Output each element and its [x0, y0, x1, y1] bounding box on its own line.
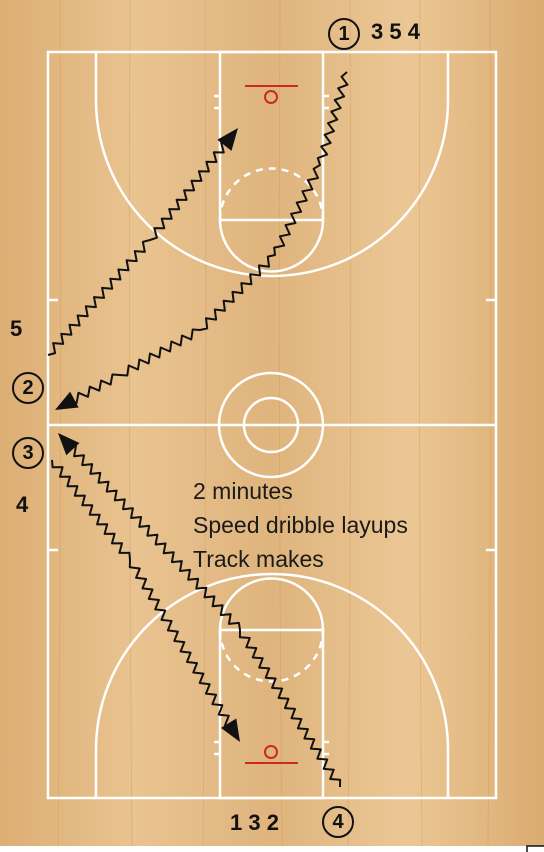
queue-top-label: 3 5 4: [371, 19, 420, 44]
free-throw-circle-top: [218, 219, 325, 273]
dribble-path-3-to-bottom-basket-arrowhead: [220, 718, 240, 742]
free-throw-circle-bottom: [218, 577, 325, 631]
page-bottom-strip: [0, 846, 544, 852]
player-3-marker: 3: [12, 437, 44, 469]
dribble-paths: [47, 71, 349, 788]
player-3-number: 3: [22, 441, 34, 464]
hoop-icon-top: [245, 85, 298, 104]
dribble-path-2-to-top-basket-arrowhead: [217, 128, 238, 151]
player-2-number: 2: [22, 376, 34, 399]
queue-left-lower-label: 4: [16, 492, 29, 517]
dribble-path-4-to-3-arrowhead: [58, 433, 80, 456]
free-throw-circle-top-dashed: [218, 167, 325, 221]
note-scoring: Track makes: [193, 546, 324, 572]
paint-top: [218, 50, 325, 222]
page-corner-mark: [526, 845, 544, 852]
dribble-path-2-to-top-basket: [47, 139, 229, 356]
center-circle-outer: [217, 371, 325, 479]
hoop-icon-bottom: [245, 745, 298, 764]
dribble-path-1-to-2-arrowhead: [55, 391, 79, 410]
dribble-path-3-to-bottom-basket: [51, 459, 233, 730]
player-4-marker: 4: [322, 806, 354, 838]
center-circle-inner: [242, 396, 300, 454]
player-4-number: 4: [332, 810, 344, 833]
three-point-arc-bottom: [94, 572, 450, 798]
queue-bottom-label: 1 3 2: [230, 810, 279, 835]
free-throw-circle-bottom-dashed: [218, 629, 325, 683]
wood-grain: [57, 0, 492, 847]
note-drill-name: Speed dribble layups: [193, 512, 408, 538]
player-1-number: 1: [338, 22, 350, 45]
note-duration: 2 minutes: [193, 478, 293, 504]
three-point-arc-top: [94, 52, 450, 278]
dribble-path-1-to-2: [69, 71, 349, 404]
dribble-path-4-to-3: [68, 443, 342, 788]
drill-notes: 2 minutes Speed dribble layups Track mak…: [193, 474, 408, 576]
player-1-marker: 1: [328, 18, 360, 50]
queue-left-upper-label: 5: [10, 316, 23, 341]
player-2-marker: 2: [12, 372, 44, 404]
